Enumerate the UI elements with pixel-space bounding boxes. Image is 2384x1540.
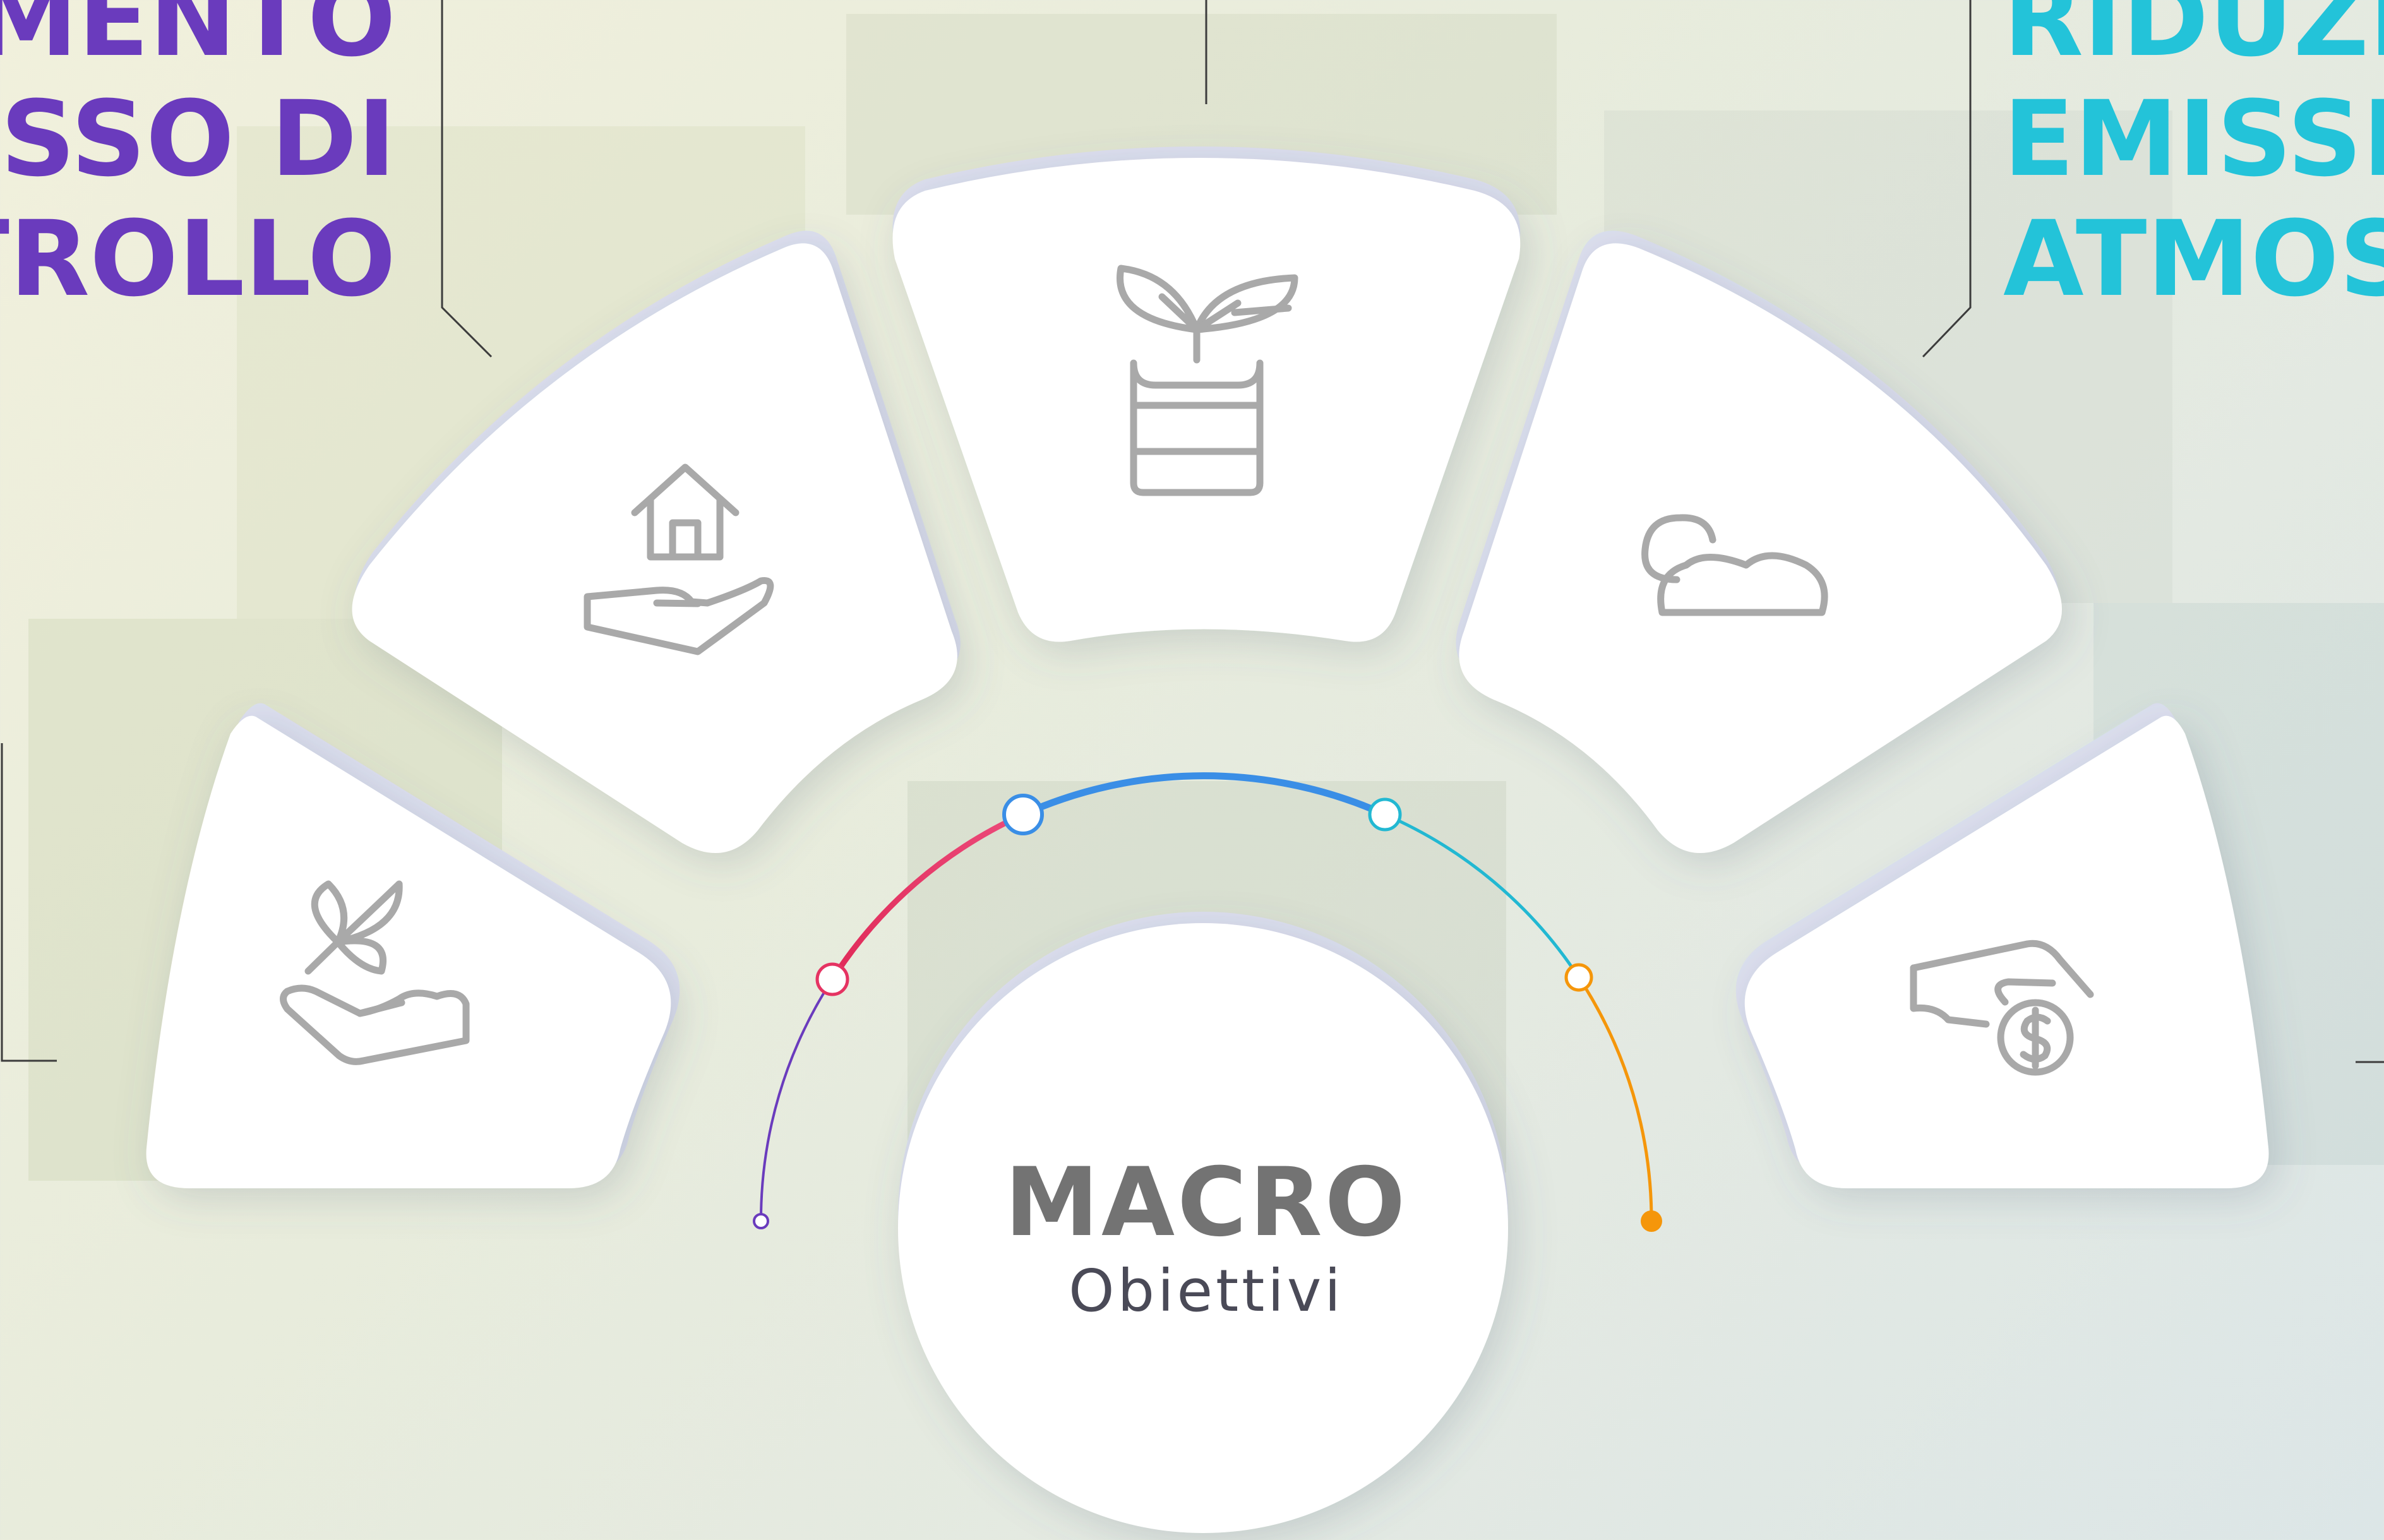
segment-4 [1456, 230, 2062, 853]
arc-segment-blue [1019, 772, 1389, 818]
hand-sprout-icon [280, 880, 470, 1065]
center-subtitle: Obiettivi [1069, 1257, 1344, 1325]
segment-5 [1735, 703, 2269, 1188]
arc-node-blue [1002, 794, 1044, 835]
arc-node-orange [1564, 963, 1593, 992]
connector-line-left [441, 0, 493, 358]
center-title: MACRO [1004, 1148, 1408, 1258]
potted-plant-icon [1117, 265, 1298, 496]
objective-label-right: RIDUZI EMISSIO ATMOS [2003, 0, 2384, 319]
hand-coin-icon [1910, 940, 2094, 1076]
connector-line-far-left [1, 743, 57, 1062]
arc-segment-orange [1577, 976, 1653, 1223]
objective-label-left: MENTO ESSO DI TROLLO [0, 0, 396, 319]
arc-node-end [1641, 1210, 1662, 1232]
arc-segment-purple [759, 978, 834, 1222]
arc-node-red [815, 962, 849, 996]
arc-node-purple [753, 1213, 769, 1229]
hand-house-icon [584, 463, 774, 655]
connector-lines [1, 0, 2384, 1063]
cloud-sun-icon [1641, 514, 1828, 616]
segment-3 [892, 146, 1521, 642]
arc-segment-red [829, 811, 1026, 982]
arc-node-cyan [1368, 797, 1402, 832]
segment-1 [146, 703, 680, 1188]
center-circle [898, 923, 1508, 1533]
connector-line-right [1922, 0, 1972, 358]
segment-2 [352, 230, 961, 853]
arc-segment-cyan [1383, 813, 1581, 979]
progress-arc [759, 772, 1653, 1223]
